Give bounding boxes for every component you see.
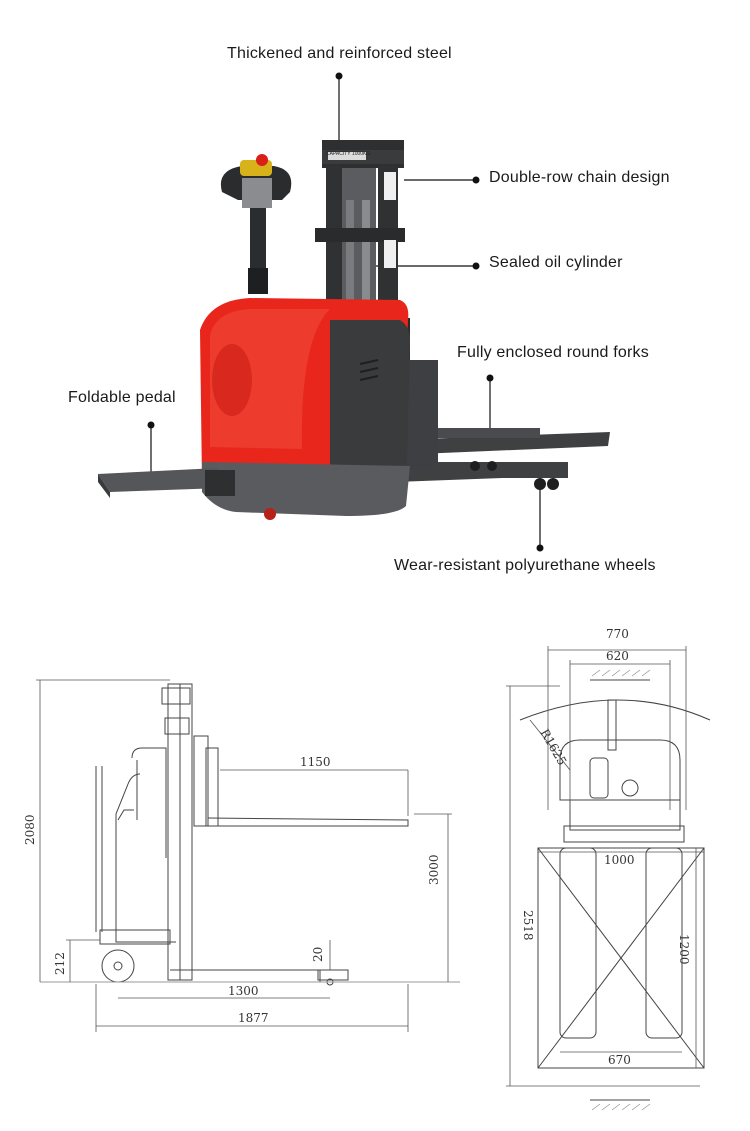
foldable-pedal bbox=[98, 468, 235, 498]
tiller bbox=[220, 154, 292, 294]
callout-wheels: Wear-resistant polyurethane wheels bbox=[394, 557, 656, 574]
stacker-illustration bbox=[98, 72, 610, 552]
dim-fork-thickness: 20 bbox=[311, 947, 325, 962]
forks bbox=[395, 428, 610, 482]
callout-forks: Fully enclosed round forks bbox=[457, 344, 649, 361]
callout-pedal: Foldable pedal bbox=[68, 389, 176, 406]
power-unit bbox=[200, 298, 410, 520]
callout-chain: Double-row chain design bbox=[489, 169, 670, 186]
dim-overall-length: 1877 bbox=[238, 1011, 269, 1025]
dim-radius: R1625 bbox=[537, 727, 569, 768]
dim-pedal-height: 212 bbox=[53, 952, 67, 975]
dim-pallet-width: 1000 bbox=[604, 853, 635, 867]
dim-overall-height: 2080 bbox=[23, 814, 37, 845]
dim-inner-width: 620 bbox=[606, 649, 629, 663]
callout-cylinder: Sealed oil cylinder bbox=[489, 254, 623, 271]
top-view-drawing: 770 620 R1625 2518 1000 1200 670 bbox=[506, 627, 711, 1111]
side-view-drawing: 1150 2080 3000 20 212 1300 1877 bbox=[23, 679, 460, 1032]
mast-capacity-plate: CAPACITY 1000KG bbox=[326, 151, 370, 157]
dim-wheelbase: 1300 bbox=[228, 984, 259, 998]
callout-steel: Thickened and reinforced steel bbox=[227, 45, 452, 62]
dim-pallet-length: 1200 bbox=[677, 934, 691, 965]
fork-wheels bbox=[470, 461, 559, 490]
dim-fork-length: 1150 bbox=[300, 755, 331, 769]
dim-overall-width: 770 bbox=[606, 627, 629, 641]
dim-fork-spread: 670 bbox=[608, 1053, 631, 1067]
leader-dots bbox=[147, 72, 544, 552]
dim-turning: 2518 bbox=[521, 910, 535, 941]
dim-lift-height: 3000 bbox=[427, 854, 441, 885]
